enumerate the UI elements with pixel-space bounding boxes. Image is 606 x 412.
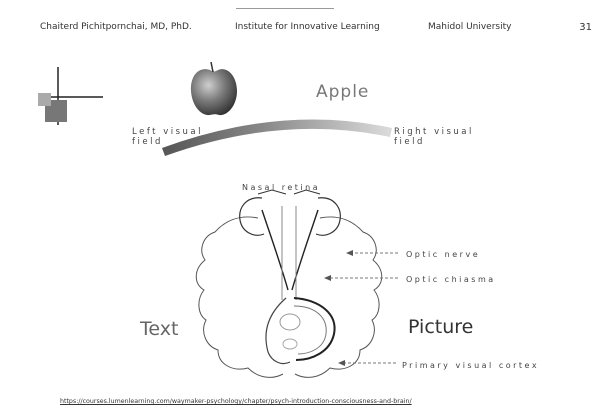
text-label: Text: [140, 318, 178, 340]
brain-left-outline: [196, 217, 283, 377]
left-optic-nerve: [262, 210, 288, 290]
crosshair-icon: [38, 67, 103, 125]
nasal-retina-label: Nasal retina: [242, 183, 320, 192]
apple-label: Apple: [316, 82, 369, 102]
left-eye: [240, 198, 264, 235]
picture-label: Picture: [408, 316, 473, 338]
source-link[interactable]: https://courses.lumenlearning.com/waymak…: [60, 398, 548, 405]
optic-chiasma-label: Optic chiasma: [406, 275, 496, 284]
apple-icon: [191, 62, 237, 115]
optic-tract-left: [266, 298, 290, 364]
primary-visual-cortex-label: Primary visual cortex: [402, 361, 539, 370]
optic-nerve-label: Optic nerve: [406, 250, 480, 259]
optic-tract-right: [294, 298, 335, 360]
right-visual-field-label: Right visual field: [394, 127, 474, 147]
left-visual-field-label: Left visual field: [132, 127, 203, 147]
